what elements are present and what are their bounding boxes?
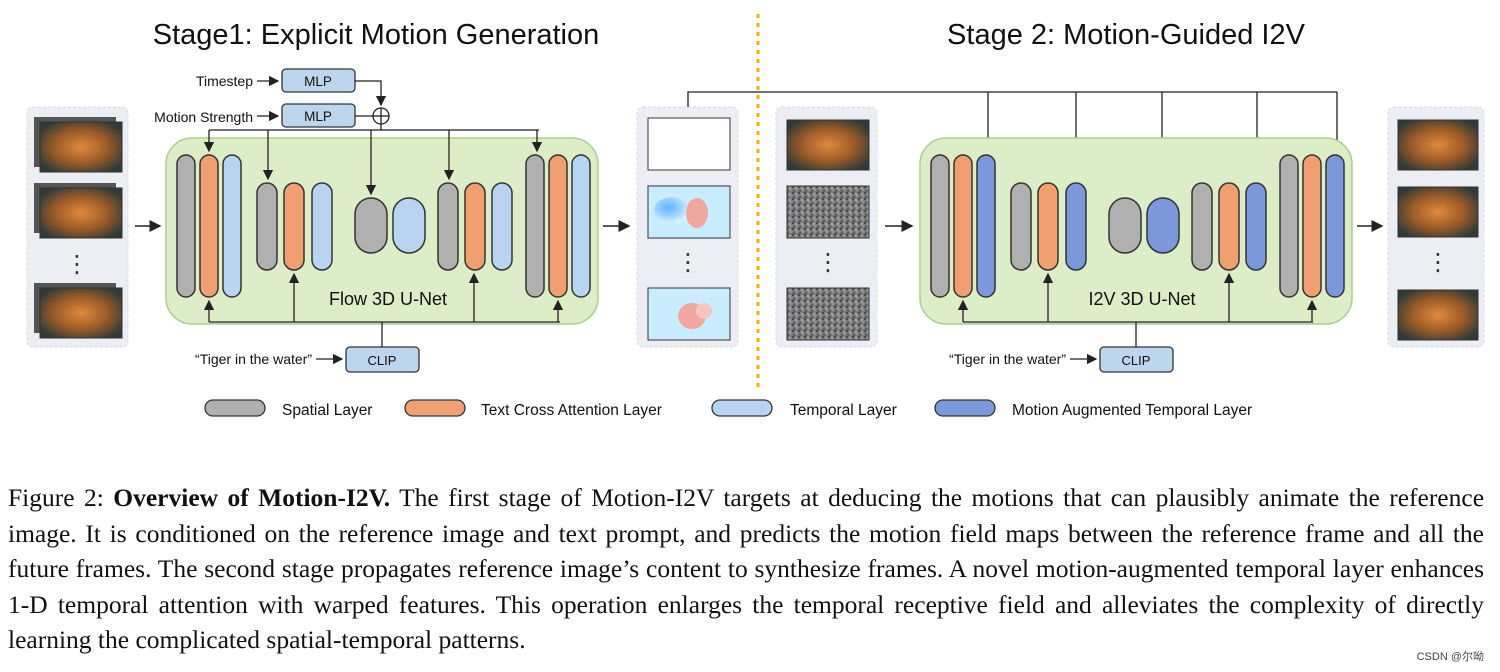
noise-frame-n [786, 287, 870, 341]
temporal-layer [392, 197, 426, 254]
text-cross-attn-layer [199, 154, 219, 298]
text-prompt-stage2: “Tiger in the water” [949, 351, 1066, 367]
ellipsis: ⋮ [676, 249, 700, 276]
motion-aug-temporal-layer [976, 154, 996, 298]
flow-map-1 [647, 117, 731, 171]
spatial-layer [930, 154, 950, 298]
motion-strength-label: Motion Strength [154, 109, 253, 125]
output-frame-1 [1397, 119, 1479, 171]
spatial-layer [1010, 182, 1032, 271]
text-cross-attn-layer [283, 182, 305, 271]
text-cross-attn-layer [1302, 154, 1322, 298]
input-frame-n [34, 283, 123, 339]
legend-label: Text Cross Attention Layer [481, 402, 662, 419]
mlp-label: MLP [304, 74, 332, 89]
legend-label: Spatial Layer [282, 402, 372, 419]
spatial-layer [176, 154, 196, 298]
temporal-layer [491, 182, 513, 271]
legend-label: Motion Augmented Temporal Layer [1012, 402, 1252, 419]
sum-node [372, 107, 390, 125]
unet1-label: Flow 3D U-Net [329, 289, 447, 309]
text-cross-attn-layer [464, 182, 486, 271]
stage2-title: Stage 2: Motion-Guided I2V [947, 19, 1306, 51]
motion-strength-mlp-box: MLP [281, 103, 356, 128]
stage1-title: Stage1: Explicit Motion Generation [153, 19, 600, 51]
spatial-layer [525, 154, 545, 298]
ellipsis: ⋮ [65, 251, 89, 278]
i2v-3d-unet: I2V 3D U-Net [919, 137, 1353, 325]
watermark: CSDN @尔呦 [1416, 651, 1484, 663]
spatial-layer [354, 197, 388, 254]
flow-map-2 [647, 185, 731, 239]
legend-item-motion-aug-temporal: Motion Augmented Temporal Layer [934, 399, 1252, 419]
temporal-layer [222, 154, 242, 298]
clip-box-stage1: CLIP [345, 346, 420, 373]
ellipsis: ⋮ [1426, 249, 1450, 276]
ellipsis: ⋮ [816, 249, 840, 276]
noise-frame-1 [786, 185, 870, 239]
clip-box-stage2: CLIP [1099, 346, 1174, 373]
spatial-layer [1191, 182, 1213, 271]
motion-aug-temporal-layer [1146, 197, 1180, 254]
caption-title: Overview of Motion-I2V. [113, 483, 391, 512]
motion-aug-temporal-layer [1245, 182, 1267, 271]
input-frame-2 [34, 183, 123, 239]
input-frame-1 [34, 117, 123, 173]
spatial-layer [256, 182, 278, 271]
unet2-label: I2V 3D U-Net [1088, 289, 1195, 309]
reference-frame [786, 119, 870, 171]
figure-label: Figure 2: [8, 483, 104, 512]
clip-label: CLIP [1122, 353, 1151, 368]
legend-label: Temporal Layer [790, 402, 897, 419]
caption-body: The first stage of Motion-I2V targets at… [8, 483, 1485, 654]
text-prompt-stage1: “Tiger in the water” [195, 351, 312, 367]
text-cross-attn-layer [1037, 182, 1059, 271]
legend-item-text-cross-attn: Text Cross Attention Layer [404, 399, 662, 419]
clip-label: CLIP [368, 353, 397, 368]
text-cross-attn-layer [953, 154, 973, 298]
flow-map-n [647, 287, 731, 341]
temporal-layer [571, 154, 591, 298]
spatial-layer [1279, 154, 1299, 298]
motion-aug-temporal-layer [1065, 182, 1087, 271]
legend-item-temporal: Temporal Layer [711, 399, 897, 419]
timestep-label: Timestep [196, 73, 253, 89]
motion-aug-temporal-layer [1325, 154, 1345, 298]
legend: Spatial Layer Text Cross Attention Layer… [204, 399, 1252, 419]
spatial-layer [1108, 197, 1142, 254]
stage2-input-panel: ⋮ [775, 106, 878, 348]
text-cross-attn-layer [548, 154, 568, 298]
timestep-mlp-box: MLP [281, 68, 356, 93]
output-frame-n [1397, 289, 1479, 341]
legend-item-spatial: Spatial Layer [204, 399, 372, 419]
flow-3d-unet: Flow 3D U-Net [165, 137, 599, 325]
method-overview-figure: Stage1: Explicit Motion Generation Stage… [26, 14, 1485, 419]
spatial-layer [437, 182, 459, 271]
output-frames-panel: ⋮ [1387, 106, 1485, 348]
figure-caption: Figure 2: Overview of Motion-I2V. The fi… [8, 480, 1484, 658]
mlp-label: MLP [304, 109, 332, 124]
temporal-layer [311, 182, 333, 271]
output-frame-2 [1397, 186, 1479, 238]
stage1-input-frames-panel: ⋮ [26, 106, 129, 348]
motion-field-maps-panel: ⋮ [636, 106, 739, 348]
text-cross-attn-layer [1218, 182, 1240, 271]
